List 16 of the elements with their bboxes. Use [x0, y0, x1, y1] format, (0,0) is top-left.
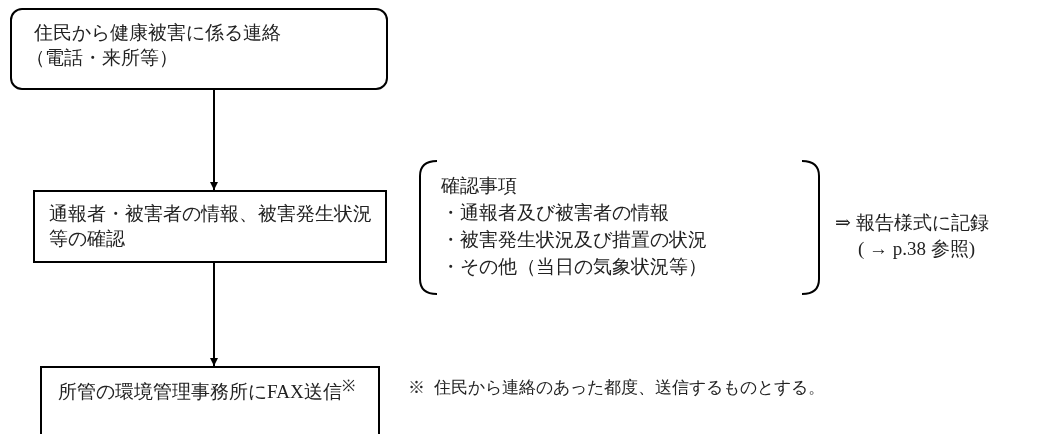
node-text: （電話・来所等）	[26, 46, 179, 70]
list-item: ・その他（当日の気象状況等）	[441, 255, 708, 279]
node-text: 所管の環境管理事務所にFAX送信$^{※}$	[58, 376, 356, 405]
start-box	[10, 8, 388, 90]
arrow	[210, 89, 218, 191]
list-item: ・通報者及び被害者の情報	[441, 201, 670, 225]
list-item: ・被害発生状況及び措置の状況	[441, 228, 708, 252]
note-text: ⇒ 報告様式に記録	[835, 211, 989, 235]
page-reference: ( → p.38 参照)	[858, 237, 976, 261]
footnote: ※ 住民から連絡のあった都度、送信するものとする。	[408, 377, 825, 399]
node-text: 通報者・被害者の情報、被害発生状況等の確認	[49, 202, 373, 251]
node-text: 住民から健康被害に係る連絡	[34, 21, 282, 45]
process-box	[33, 190, 387, 263]
process-box	[40, 366, 380, 434]
heading: 確認事項	[441, 174, 518, 198]
arrow	[210, 262, 218, 367]
